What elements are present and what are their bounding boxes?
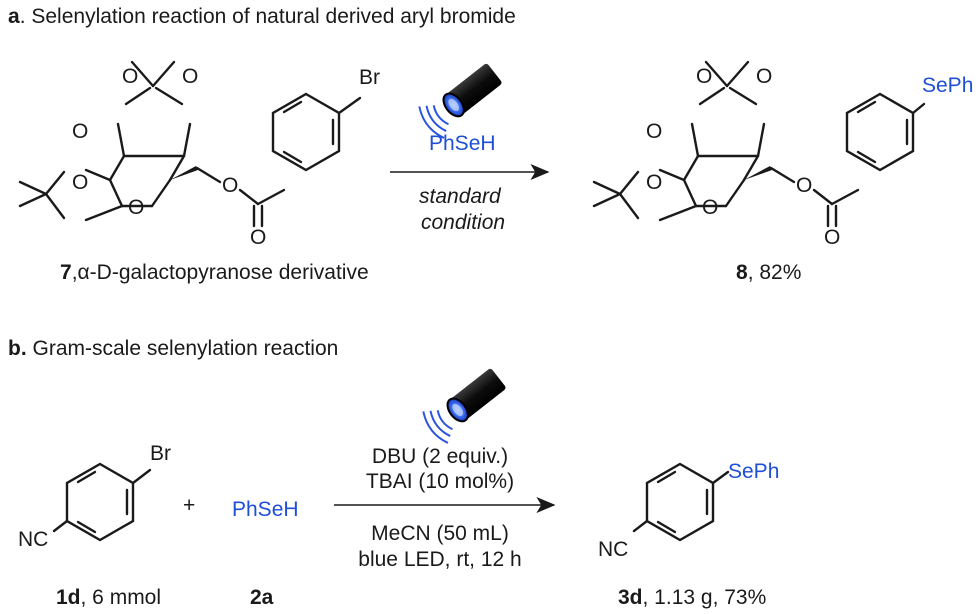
oxygen-atom: O xyxy=(128,196,144,219)
compound-7-description: ,α-D-galactopyranose derivative xyxy=(72,261,369,284)
condition-below-2: blue LED, rt, 12 h xyxy=(358,548,521,571)
compound-1d-amount: , 6 mmol xyxy=(81,586,162,609)
oxygen-atom: O xyxy=(824,226,840,249)
oxygen-atom: O xyxy=(702,196,718,219)
condition-above-2: TBAI (10 mol%) xyxy=(366,470,514,493)
seph-substituent: SePh xyxy=(922,74,973,97)
section-a-title: a. Selenylation reaction of natural deri… xyxy=(8,5,516,28)
compound-8-number: 8 xyxy=(736,261,748,284)
condition-line-2: condition xyxy=(421,211,505,234)
oxygen-atom: O xyxy=(646,120,662,143)
oxygen-atom: O xyxy=(756,65,772,88)
condition-below-1: MeCN (50 mL) xyxy=(371,522,509,545)
compound-7-number: 7 xyxy=(60,261,72,284)
led-lamp-icon xyxy=(414,56,508,143)
compound-1d-label: 1d, 6 mmol xyxy=(56,586,161,609)
oxygen-atom: O xyxy=(72,171,88,194)
compound-2a-label: 2a xyxy=(250,586,274,609)
oxygen-atom: O xyxy=(122,65,138,88)
oxygen-atom: O xyxy=(222,174,238,197)
section-a-label: a xyxy=(8,5,20,28)
condition-above-1: DBU (2 equiv.) xyxy=(372,445,508,468)
reagent-phseh-b: PhSeH xyxy=(232,498,299,521)
led-lamp-icon xyxy=(418,361,512,448)
oxygen-atom: O xyxy=(250,226,266,249)
compound-3d-label: 3d, 1.13 g, 73% xyxy=(618,586,766,609)
compound-3d-structure: SePh NC xyxy=(598,460,779,561)
compound-8-structure: O O O O O O O SePh xyxy=(592,60,973,249)
compound-7-caption: 7,α-D-galactopyranose derivative xyxy=(60,261,369,284)
compound-8-caption: 8, 82% xyxy=(736,261,801,284)
section-b-label: b. xyxy=(8,337,27,360)
bromine-substituent: Br xyxy=(150,442,171,465)
compound-1d-number: 1d xyxy=(56,586,81,609)
oxygen-atom: O xyxy=(72,120,88,143)
section-b-title-text: Gram-scale selenylation reaction xyxy=(27,337,339,360)
oxygen-atom: O xyxy=(696,65,712,88)
compound-1d-structure: Br NC xyxy=(18,442,171,551)
compound-3d-number: 3d xyxy=(618,586,643,609)
bromine-substituent: Br xyxy=(359,66,380,89)
section-a-title-text: . Selenylation reaction of natural deriv… xyxy=(20,5,516,28)
compound-3d-yield: , 1.13 g, 73% xyxy=(643,586,767,609)
oxygen-atom: O xyxy=(646,171,662,194)
oxygen-atom: O xyxy=(796,174,812,197)
section-b-title: b. Gram-scale selenylation reaction xyxy=(8,337,338,360)
nitrile-group: NC xyxy=(18,528,48,551)
compound-7-structure: O O O O O O O Br xyxy=(18,60,380,249)
reagent-phseh-a: PhSeH xyxy=(429,132,496,155)
compound-8-yield: , 82% xyxy=(748,261,802,284)
plus-sign: + xyxy=(183,494,195,517)
condition-line-1: standard xyxy=(419,185,502,208)
oxygen-atom: O xyxy=(182,65,198,88)
nitrile-group: NC xyxy=(598,538,628,561)
seph-substituent: SePh xyxy=(728,460,779,483)
